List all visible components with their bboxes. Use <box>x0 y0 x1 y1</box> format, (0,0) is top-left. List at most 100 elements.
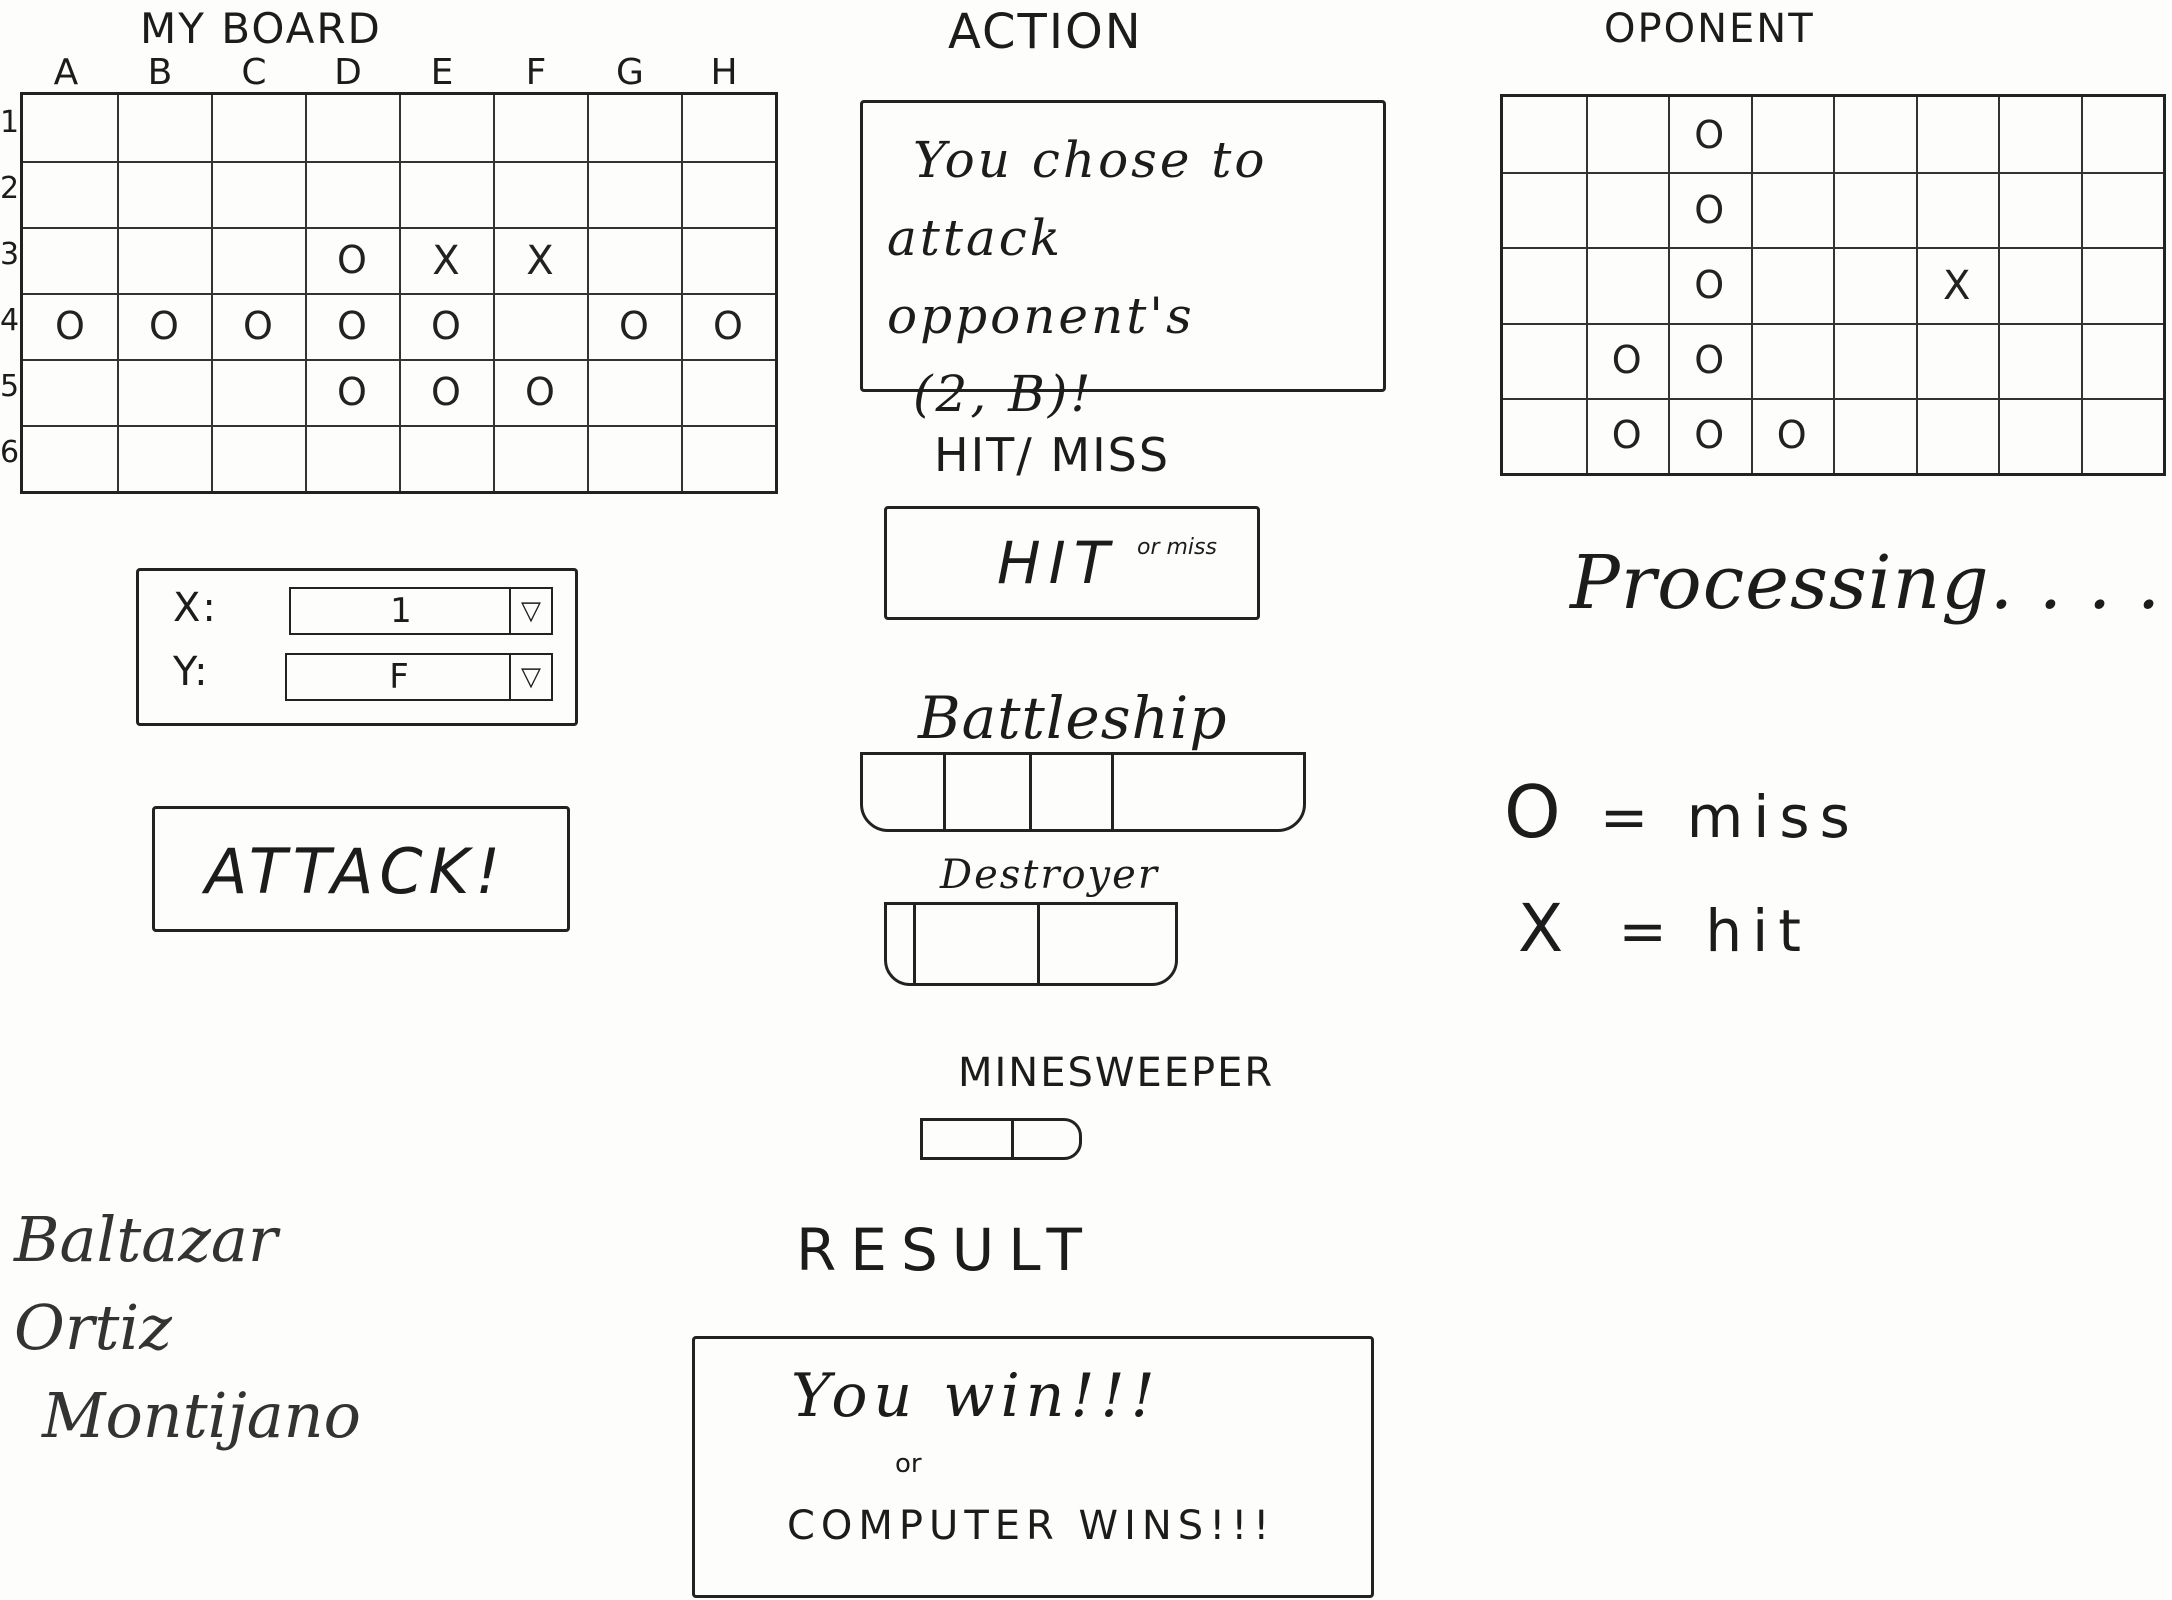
my-board-miss-mark: O <box>337 238 367 282</box>
my-board-miss-mark: O <box>431 370 461 414</box>
my-board-column-header: E <box>430 52 456 93</box>
result-line1: You win!!! <box>791 1361 1161 1431</box>
my-board-hit-mark: X <box>526 238 554 284</box>
opponent-hit-mark: X <box>1943 263 1971 309</box>
result-title: RESULT <box>796 1216 1096 1284</box>
opponent-grid-line-horizontal <box>1503 397 2163 400</box>
my-board-column-header: B <box>147 52 175 93</box>
opponent-grid-line-vertical <box>1750 97 1753 473</box>
author-middle-name: Ortiz <box>14 1291 172 1364</box>
action-message-line3: (2, B)! <box>913 365 1094 423</box>
author-name: Baltazar Ortiz Montijano <box>14 1196 361 1460</box>
opponent-miss-mark: O <box>1611 338 1642 383</box>
legend: O = miss X = hit <box>1504 770 1860 1000</box>
result-line2: or <box>895 1449 922 1479</box>
my-board-column-header: A <box>53 52 81 93</box>
minesweeper-gauge <box>920 1118 1082 1160</box>
my-board-row-header: 3 <box>0 237 22 272</box>
opponent-grid-line-vertical <box>1833 97 1835 473</box>
battleship-segment-divider <box>1029 755 1032 829</box>
destroyer-label: Destroyer <box>940 852 1159 898</box>
result-line3: COMPUTER WINS!!! <box>787 1503 1276 1549</box>
hit-miss-box: HIT or miss <box>884 506 1260 620</box>
opponent-grid-line-vertical <box>2080 97 2083 473</box>
legend-miss: O = miss <box>1504 770 1860 880</box>
triangle-down-icon[interactable]: ▽ <box>509 589 551 633</box>
my-board-grid-line-horizontal <box>23 359 775 361</box>
my-board-grid-line-horizontal <box>23 293 775 295</box>
opponent-grid-line-vertical <box>1915 97 1918 473</box>
y-select-value: F <box>389 657 409 697</box>
hit-label: = hit <box>1618 897 1811 965</box>
y-label: Y: <box>173 649 210 695</box>
battleship-segment-divider <box>943 755 946 829</box>
opponent-grid-line-horizontal <box>1503 247 2163 250</box>
my-board-grid-line-horizontal <box>23 161 775 163</box>
my-board-miss-mark: O <box>149 304 179 348</box>
hit-miss-value-small: or miss <box>1137 535 1217 560</box>
action-message-box: You chose to attack opponent's (2, B)! <box>860 100 1386 423</box>
battleship-segment-divider <box>1111 755 1114 829</box>
my-board-miss-mark: O <box>431 304 461 348</box>
opponent-miss-mark: O <box>1776 413 1807 458</box>
my-board-column-header: C <box>241 52 269 93</box>
my-board-grid-line-horizontal <box>23 425 775 427</box>
opponent-grid-line-vertical <box>1998 97 2000 473</box>
my-board-miss-mark: O <box>713 304 743 348</box>
opponent-miss-mark: O <box>1611 413 1642 458</box>
miss-symbol: O <box>1504 770 1561 854</box>
my-board-grid-line-horizontal <box>23 227 775 229</box>
hit-miss-value: HIT <box>997 529 1118 597</box>
opponent-miss-mark: O <box>1694 263 1725 307</box>
my-board-row-header: 6 <box>0 435 22 470</box>
x-select-value: 1 <box>390 591 412 631</box>
my-board-column-header: G <box>616 52 646 93</box>
my-board-column-header: H <box>710 52 740 93</box>
opponent-miss-mark: O <box>1694 413 1725 458</box>
my-board-miss-mark: O <box>337 370 367 414</box>
attack-button-label: ATTACK! <box>205 835 507 908</box>
coordinate-panel: X: 1 ▽ Y: F ▽ <box>136 568 578 726</box>
my-board-miss-mark: O <box>525 370 555 414</box>
destroyer-gauge <box>884 902 1178 986</box>
action-title: ACTION <box>948 4 1143 60</box>
x-select[interactable]: 1 ▽ <box>289 587 553 635</box>
action-message-line1: You chose to <box>913 131 1268 189</box>
opponent-grid-line-vertical <box>1585 97 1588 473</box>
opponent-miss-mark: O <box>1694 187 1725 232</box>
battleship-gauge <box>860 752 1306 832</box>
destroyer-segment-divider <box>913 905 916 983</box>
opponent-grid-line-horizontal <box>1503 172 2163 175</box>
my-board-miss-mark: O <box>55 304 85 348</box>
my-board-column-header: D <box>334 52 364 93</box>
y-select[interactable]: F ▽ <box>285 653 553 701</box>
action-message: You chose to attack opponent's (2, B)! <box>887 121 1383 433</box>
my-board-row-header: 1 <box>0 105 22 140</box>
my-board-column-header: F <box>525 52 549 93</box>
my-board-hit-mark: X <box>432 238 460 284</box>
result-box: You win!!! or COMPUTER WINS!!! <box>692 1336 1374 1598</box>
my-board-miss-mark: O <box>619 304 649 348</box>
minesweeper-segment-divider <box>1011 1121 1014 1157</box>
battleship-label: Battleship <box>918 684 1228 752</box>
my-board-row-header: 5 <box>0 369 22 404</box>
opponent-miss-mark: O <box>1694 112 1725 157</box>
miss-label: = miss <box>1599 783 1860 851</box>
minesweeper-label: MINESWEEPER <box>958 1050 1275 1096</box>
processing-status: Processing. . . . <box>1570 540 2162 626</box>
x-label: X: <box>173 585 218 631</box>
my-board-title: MY BOARD <box>140 4 382 53</box>
opponent-miss-mark: O <box>1694 338 1725 383</box>
author-last-name: Montijano <box>42 1379 361 1452</box>
my-board-row-header: 2 <box>0 171 22 206</box>
destroyer-segment-divider <box>1037 905 1040 983</box>
triangle-down-icon[interactable]: ▽ <box>509 655 551 699</box>
hit-symbol: X <box>1518 890 1564 967</box>
my-board-row-header: 4 <box>0 303 22 338</box>
my-board-miss-mark: O <box>243 304 273 348</box>
hit-miss-title: HIT/ MISS <box>934 428 1171 482</box>
opponent-grid-line-vertical <box>1668 97 1670 473</box>
attack-button[interactable]: ATTACK! <box>152 806 570 932</box>
